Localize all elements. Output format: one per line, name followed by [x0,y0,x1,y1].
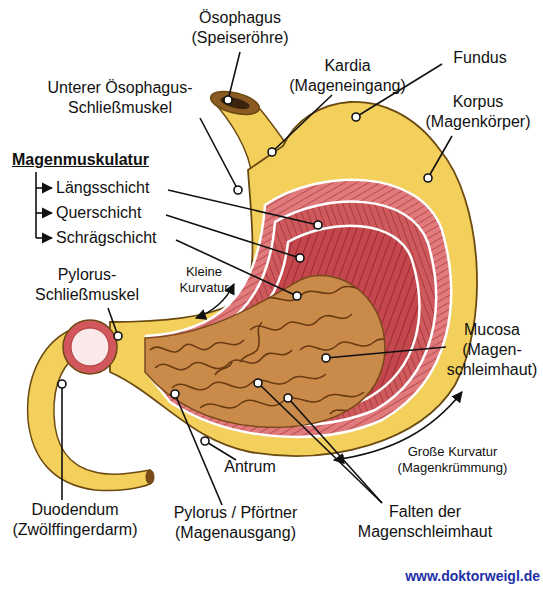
longitudinal-muscle [146,180,451,437]
fold [330,392,392,414]
leader-line [175,394,222,505]
part-label: Falten der Magenschleimhaut [330,502,520,542]
leader-dot [293,292,301,300]
leader-line [272,95,332,152]
leader-lines [62,52,462,505]
leader-line [326,347,446,358]
leader-dot [171,390,179,398]
leader-line [228,52,240,100]
leader-line [168,190,318,225]
part-label: Korpus (Magenkörper) [413,92,543,132]
esophagus-lumen [219,95,251,112]
group-heading: Magenmuskulatur [12,150,172,170]
layer-label: Längsschicht [56,178,176,198]
leader-dot [424,174,432,182]
layer-label: Querschicht [56,203,176,223]
part-label: Pylorus / Pförtner (Magenausgang) [148,503,323,543]
part-label: Unterer Ösophagus- Schließmuskel [20,78,220,118]
leader-dot [224,96,232,104]
part-label: Antrum [210,457,290,477]
leader-dot [314,221,322,229]
fold [215,362,232,375]
fold [172,374,326,390]
part-label: Mucosa (Magen- schleimhaut) [442,320,542,380]
leader-line [61,384,63,500]
leader-dot [234,186,242,194]
esophagus-opening [208,87,261,119]
layer-label: Schrägschicht [56,228,176,248]
part-label: Kardia (Mageneingang) [285,56,410,96]
leader-line [288,398,382,503]
duodenum-opening [146,470,154,484]
leader-line [428,136,452,178]
fold [300,338,400,350]
part-label: Fundus [440,48,520,68]
leader-dot [201,437,209,445]
watermark: www.doktorweigl.de [350,568,540,586]
leader-dot [254,379,262,387]
pylorus-lumen [71,328,109,366]
leader-dot [322,354,330,362]
curvature-label: Kleine Kurvatur [168,264,240,297]
leader-dot [114,332,122,340]
fold [150,340,244,352]
leader-line [200,118,238,190]
leader-dot [296,254,304,262]
fold [250,314,352,330]
bracket-arrow [36,237,52,239]
curvature-label: Große Kurvatur (Magenkrümmung) [385,444,520,477]
fold [155,350,292,370]
leader-dot [284,394,292,402]
leader-dot [268,148,276,156]
leader-dot [352,113,360,121]
mucosa-folds [150,286,400,414]
bracket-line [35,172,37,238]
bracket [36,172,52,238]
bracket-arrow [36,212,52,214]
fold [240,322,262,362]
bracket-arrow [36,187,52,189]
part-label: Duodendum (Zwölffingerdarm) [0,500,150,540]
leader-line [205,441,236,460]
part-label: Ösophagus (Speiseröhre) [175,8,305,48]
stomach-wall [110,102,477,456]
leader-dot [58,380,66,388]
part-label: Pylorus- Schließmuskel [22,265,152,305]
mucosa [145,276,385,428]
leader-line [258,383,382,503]
pylorus-sphincter [63,320,117,374]
leader-line [166,215,300,258]
